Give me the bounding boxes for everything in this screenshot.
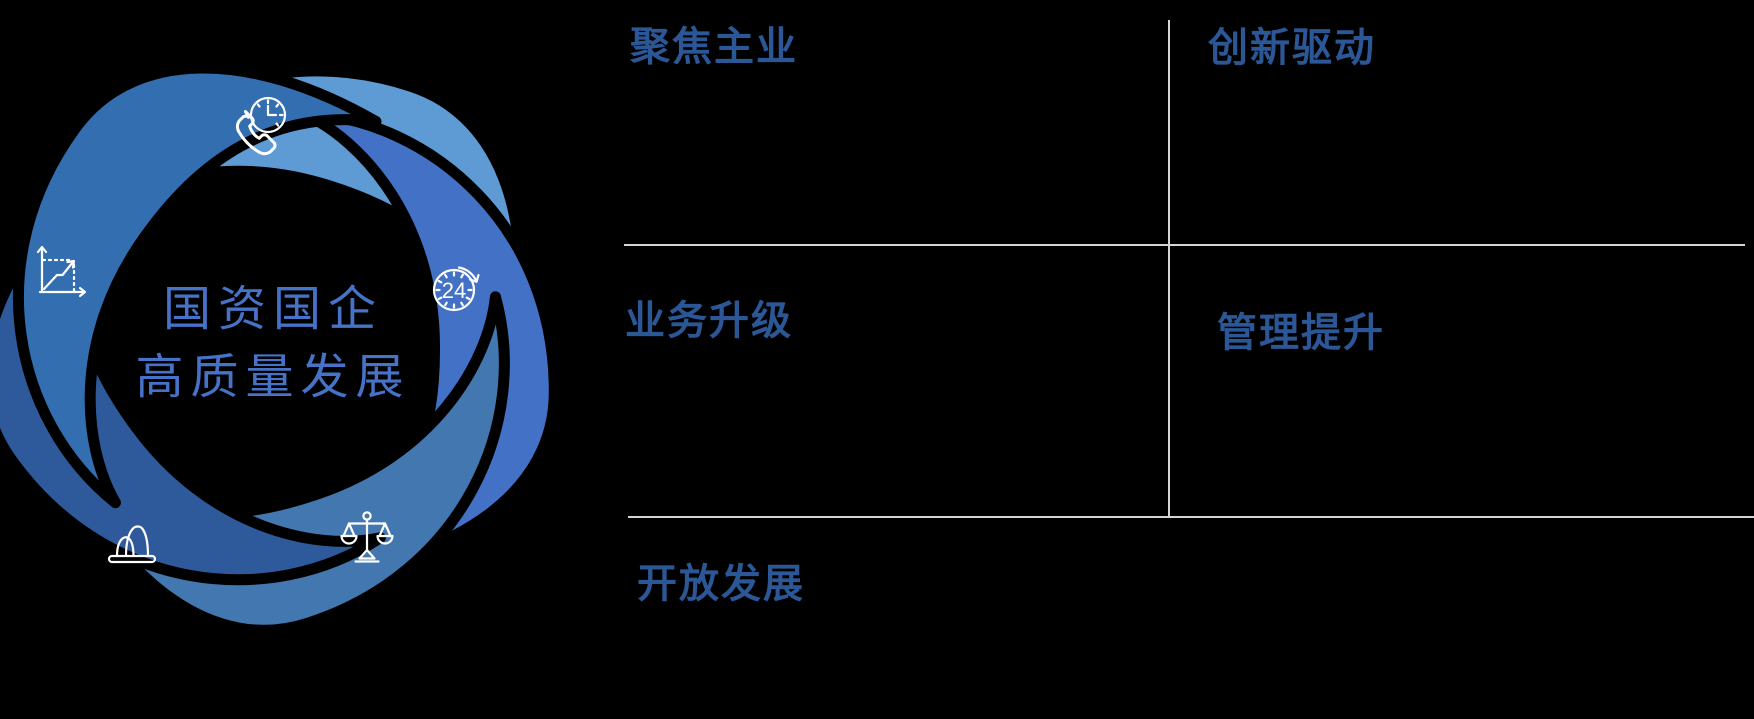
- petal-left: [12, 62, 382, 509]
- pinwheel-petals: [0, 62, 560, 636]
- growth-chart-icon: [28, 238, 90, 300]
- grid-divider-vertical: [1168, 20, 1170, 517]
- icon-24-label: 24: [442, 278, 466, 303]
- pinwheel-center-hole: [114, 180, 430, 496]
- grid-divider-horizontal-2: [628, 516, 1754, 518]
- heading-business-upgrade: 业务升级: [625, 299, 793, 343]
- traffic-cone-icon: [102, 508, 162, 568]
- heading-innovation-driven: 创新驱动: [1208, 26, 1376, 70]
- heading-focus-main-business: 聚焦主业: [630, 25, 798, 69]
- 24-hour-clock-icon: 24: [426, 260, 484, 318]
- heading-open-development: 开放发展: [637, 562, 805, 606]
- grid-divider-horizontal-1: [624, 244, 1745, 246]
- heading-management-improvement: 管理提升: [1217, 311, 1385, 355]
- phone-clock-icon: [226, 90, 294, 158]
- center-title-line1: 国资国企: [162, 283, 383, 336]
- balance-scales-icon: [340, 510, 394, 566]
- center-title-line2: 高质量发展: [135, 351, 411, 404]
- diagram-center-title: 国资国企 高质量发展: [33, 276, 513, 412]
